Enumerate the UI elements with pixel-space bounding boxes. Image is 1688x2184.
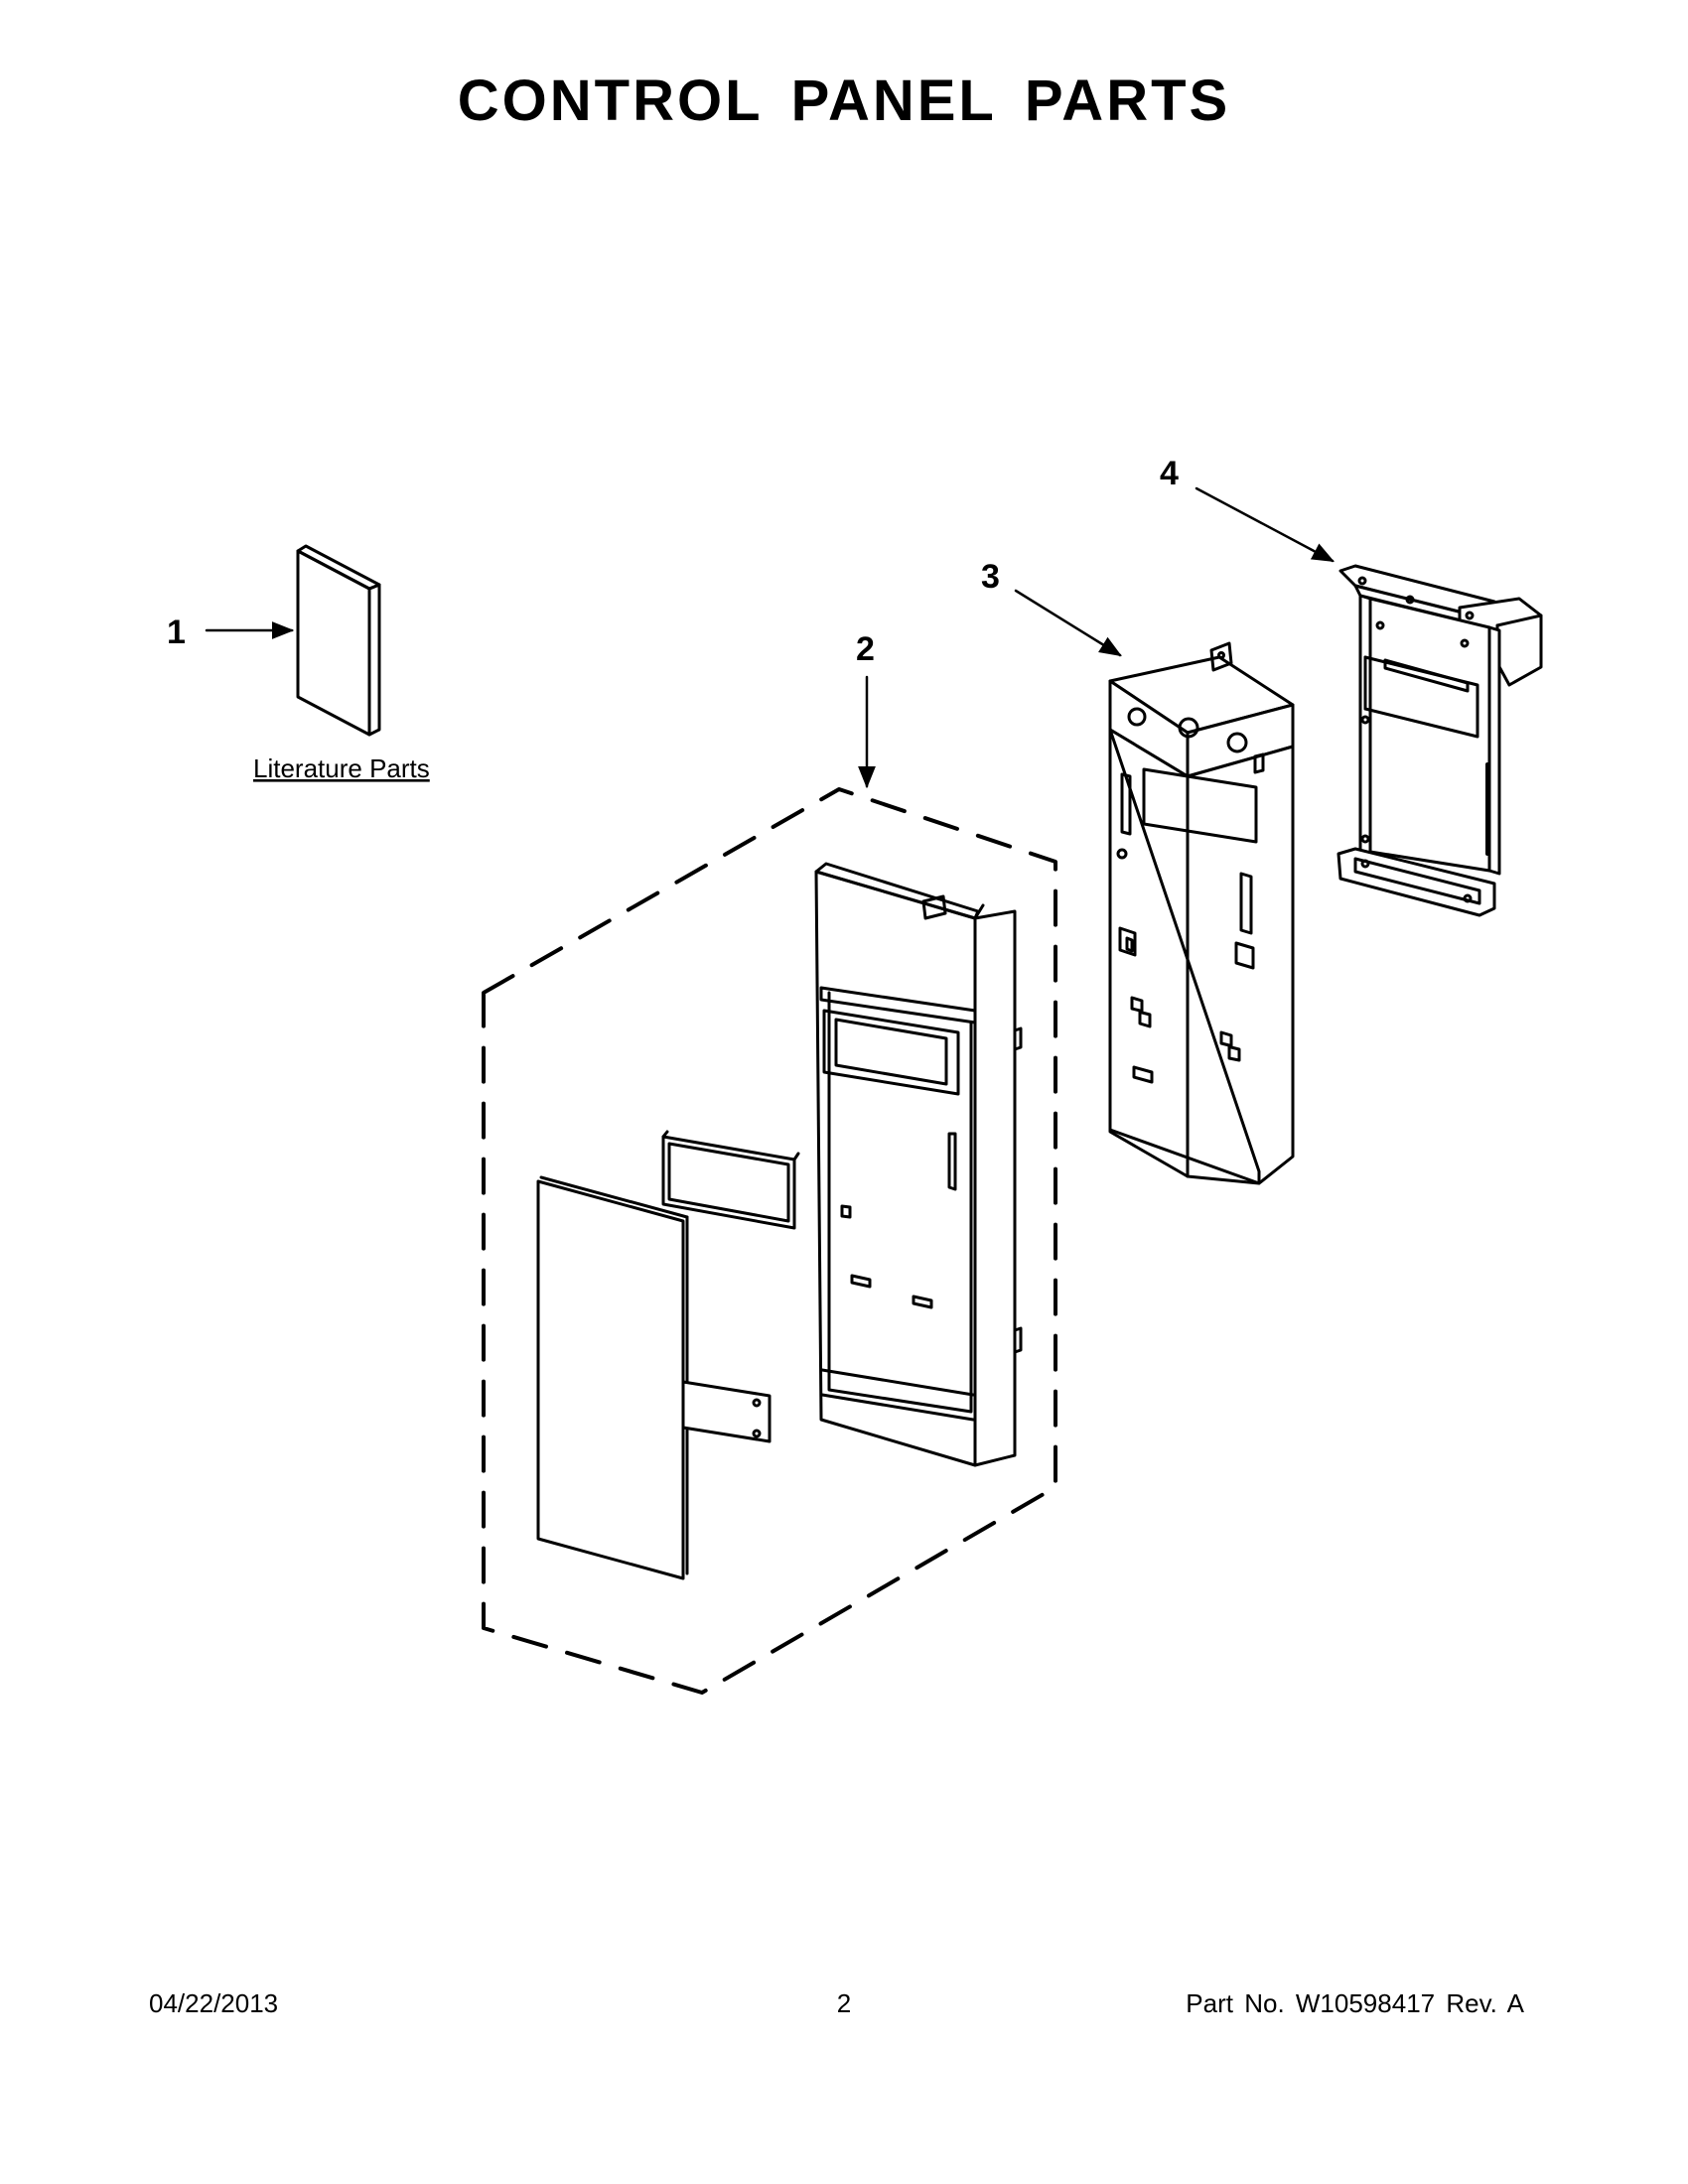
window-lens [661,1130,800,1230]
callout-3: 3 [981,558,1000,596]
footer-page-number: 2 [836,1988,852,2018]
electronic-control-board [1336,564,1543,917]
callout-4: 4 [1160,455,1179,492]
callout-4-leader [1195,486,1335,563]
footer-part-number: Part No. W10598417 Rev. A [1186,1988,1524,2018]
control-panel-frame [814,862,1023,1467]
callout-3-leader [1014,589,1122,657]
page-title: CONTROL PANEL PARTS [457,68,1231,133]
assembly-boundary [482,787,1057,1695]
keypad-overlay [536,1175,689,1580]
control-panel-housing [1108,641,1295,1185]
keypad-circuit-board [681,1380,772,1443]
footer-date: 04/22/2013 [149,1988,279,2018]
literature-parts-label: Literature Parts [253,753,430,783]
callout-1: 1 [167,614,186,651]
literature-booklet [296,544,381,737]
callout-2: 2 [856,630,875,668]
